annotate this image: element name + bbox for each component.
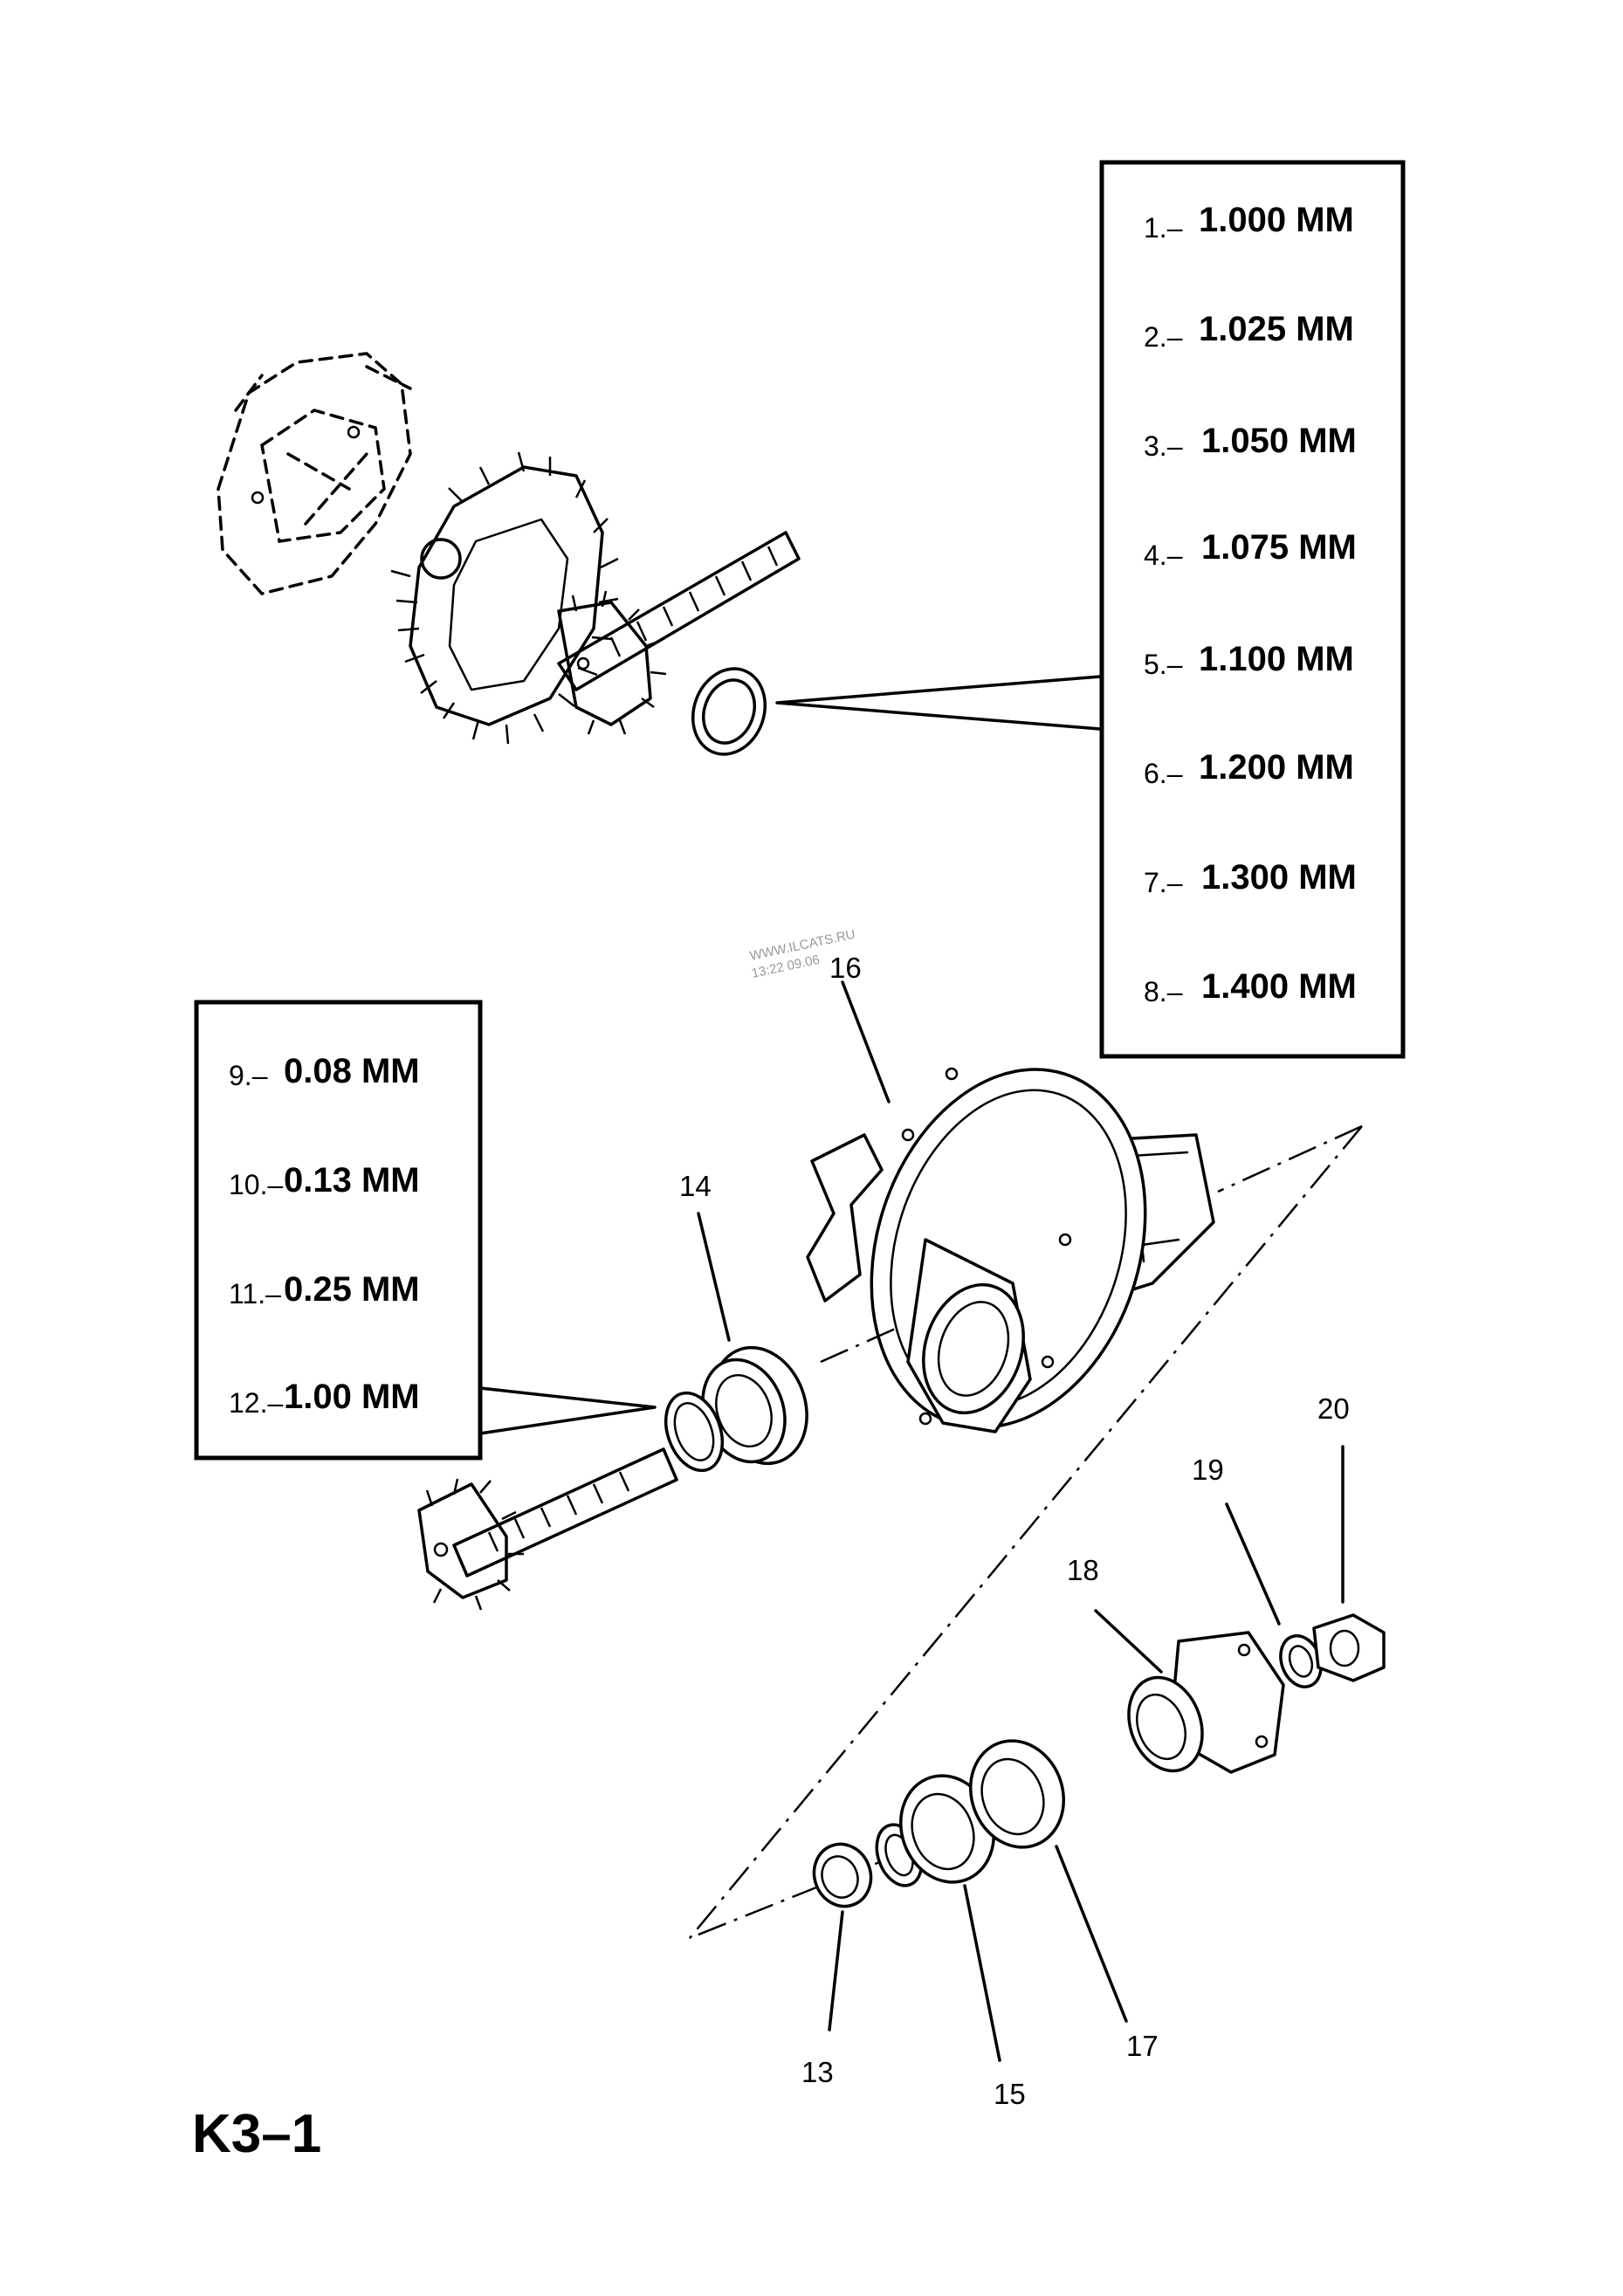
size-list-lower: 9.– 0.08 MM 10.– 0.13 MM 11.– 0.25 MM 12… bbox=[229, 1052, 420, 1419]
size-item-11-num: 11.– bbox=[229, 1278, 281, 1310]
size-item-5-num: 5.– bbox=[1144, 649, 1183, 680]
size-item-7-value: 1.300 MM bbox=[1201, 858, 1357, 897]
callout-19: 19 bbox=[1192, 1454, 1224, 1486]
size-item-7-num: 7.– bbox=[1144, 867, 1183, 898]
flange-18 bbox=[1127, 1631, 1285, 1774]
size-item-9-num: 9.– bbox=[229, 1060, 268, 1091]
callout-20: 20 bbox=[1317, 1392, 1350, 1425]
size-item-10-value: 0.13 MM bbox=[284, 1161, 420, 1200]
size-item-4-value: 1.075 MM bbox=[1201, 528, 1357, 567]
page-code: K3–1 bbox=[192, 2104, 321, 2164]
size-item-1-num: 1.– bbox=[1144, 212, 1183, 244]
reference-differential-assembly bbox=[217, 352, 801, 745]
differential-housing bbox=[806, 1067, 1215, 1433]
size-item-10-num: 10.– bbox=[229, 1169, 283, 1200]
collar-13 bbox=[812, 1842, 873, 1908]
race-17 bbox=[968, 1739, 1066, 1849]
leader-upper-table bbox=[775, 675, 1102, 731]
size-item-6-value: 1.200 MM bbox=[1199, 748, 1354, 787]
size-table-upper bbox=[1099, 160, 1406, 1059]
callout-14: 14 bbox=[679, 1170, 712, 1202]
callout-15: 15 bbox=[994, 2078, 1026, 2110]
size-item-11-value: 0.25 MM bbox=[284, 1270, 420, 1309]
size-item-8-num: 8.– bbox=[1144, 976, 1183, 1007]
size-item-12-value: 1.00 MM bbox=[284, 1378, 420, 1416]
callout-17: 17 bbox=[1126, 2030, 1159, 2062]
size-list-upper: 1.– 1.000 MM 2.– 1.025 MM 3.– 1.050 MM 4… bbox=[1144, 201, 1357, 1007]
size-item-2-num: 2.– bbox=[1144, 321, 1183, 353]
nut-20 bbox=[1312, 1613, 1386, 1682]
size-item-1-value: 1.000 MM bbox=[1199, 201, 1354, 239]
shim-lower bbox=[664, 1391, 725, 1473]
size-item-3-value: 1.050 MM bbox=[1201, 422, 1357, 460]
size-item-2-value: 1.025 MM bbox=[1199, 310, 1354, 348]
size-item-3-num: 3.– bbox=[1144, 430, 1183, 462]
callout-13: 13 bbox=[801, 2056, 834, 2088]
size-item-8-value: 1.400 MM bbox=[1201, 967, 1357, 1006]
size-item-6-num: 6.– bbox=[1144, 758, 1183, 789]
leader-lower-table bbox=[478, 1386, 657, 1435]
size-item-9-value: 0.08 MM bbox=[284, 1052, 420, 1090]
callout-16: 16 bbox=[829, 952, 862, 984]
shim-upper bbox=[691, 667, 767, 756]
size-table-lower bbox=[194, 1000, 483, 1461]
pinion-shaft-lower bbox=[417, 1447, 678, 1611]
centerline-axis bbox=[689, 1124, 1363, 1940]
callout-18: 18 bbox=[1067, 1554, 1099, 1586]
size-item-5-value: 1.100 MM bbox=[1199, 640, 1354, 678]
size-item-12-num: 12.– bbox=[229, 1387, 283, 1419]
leader-lines bbox=[697, 980, 1344, 2062]
size-item-4-num: 4.– bbox=[1144, 540, 1183, 571]
